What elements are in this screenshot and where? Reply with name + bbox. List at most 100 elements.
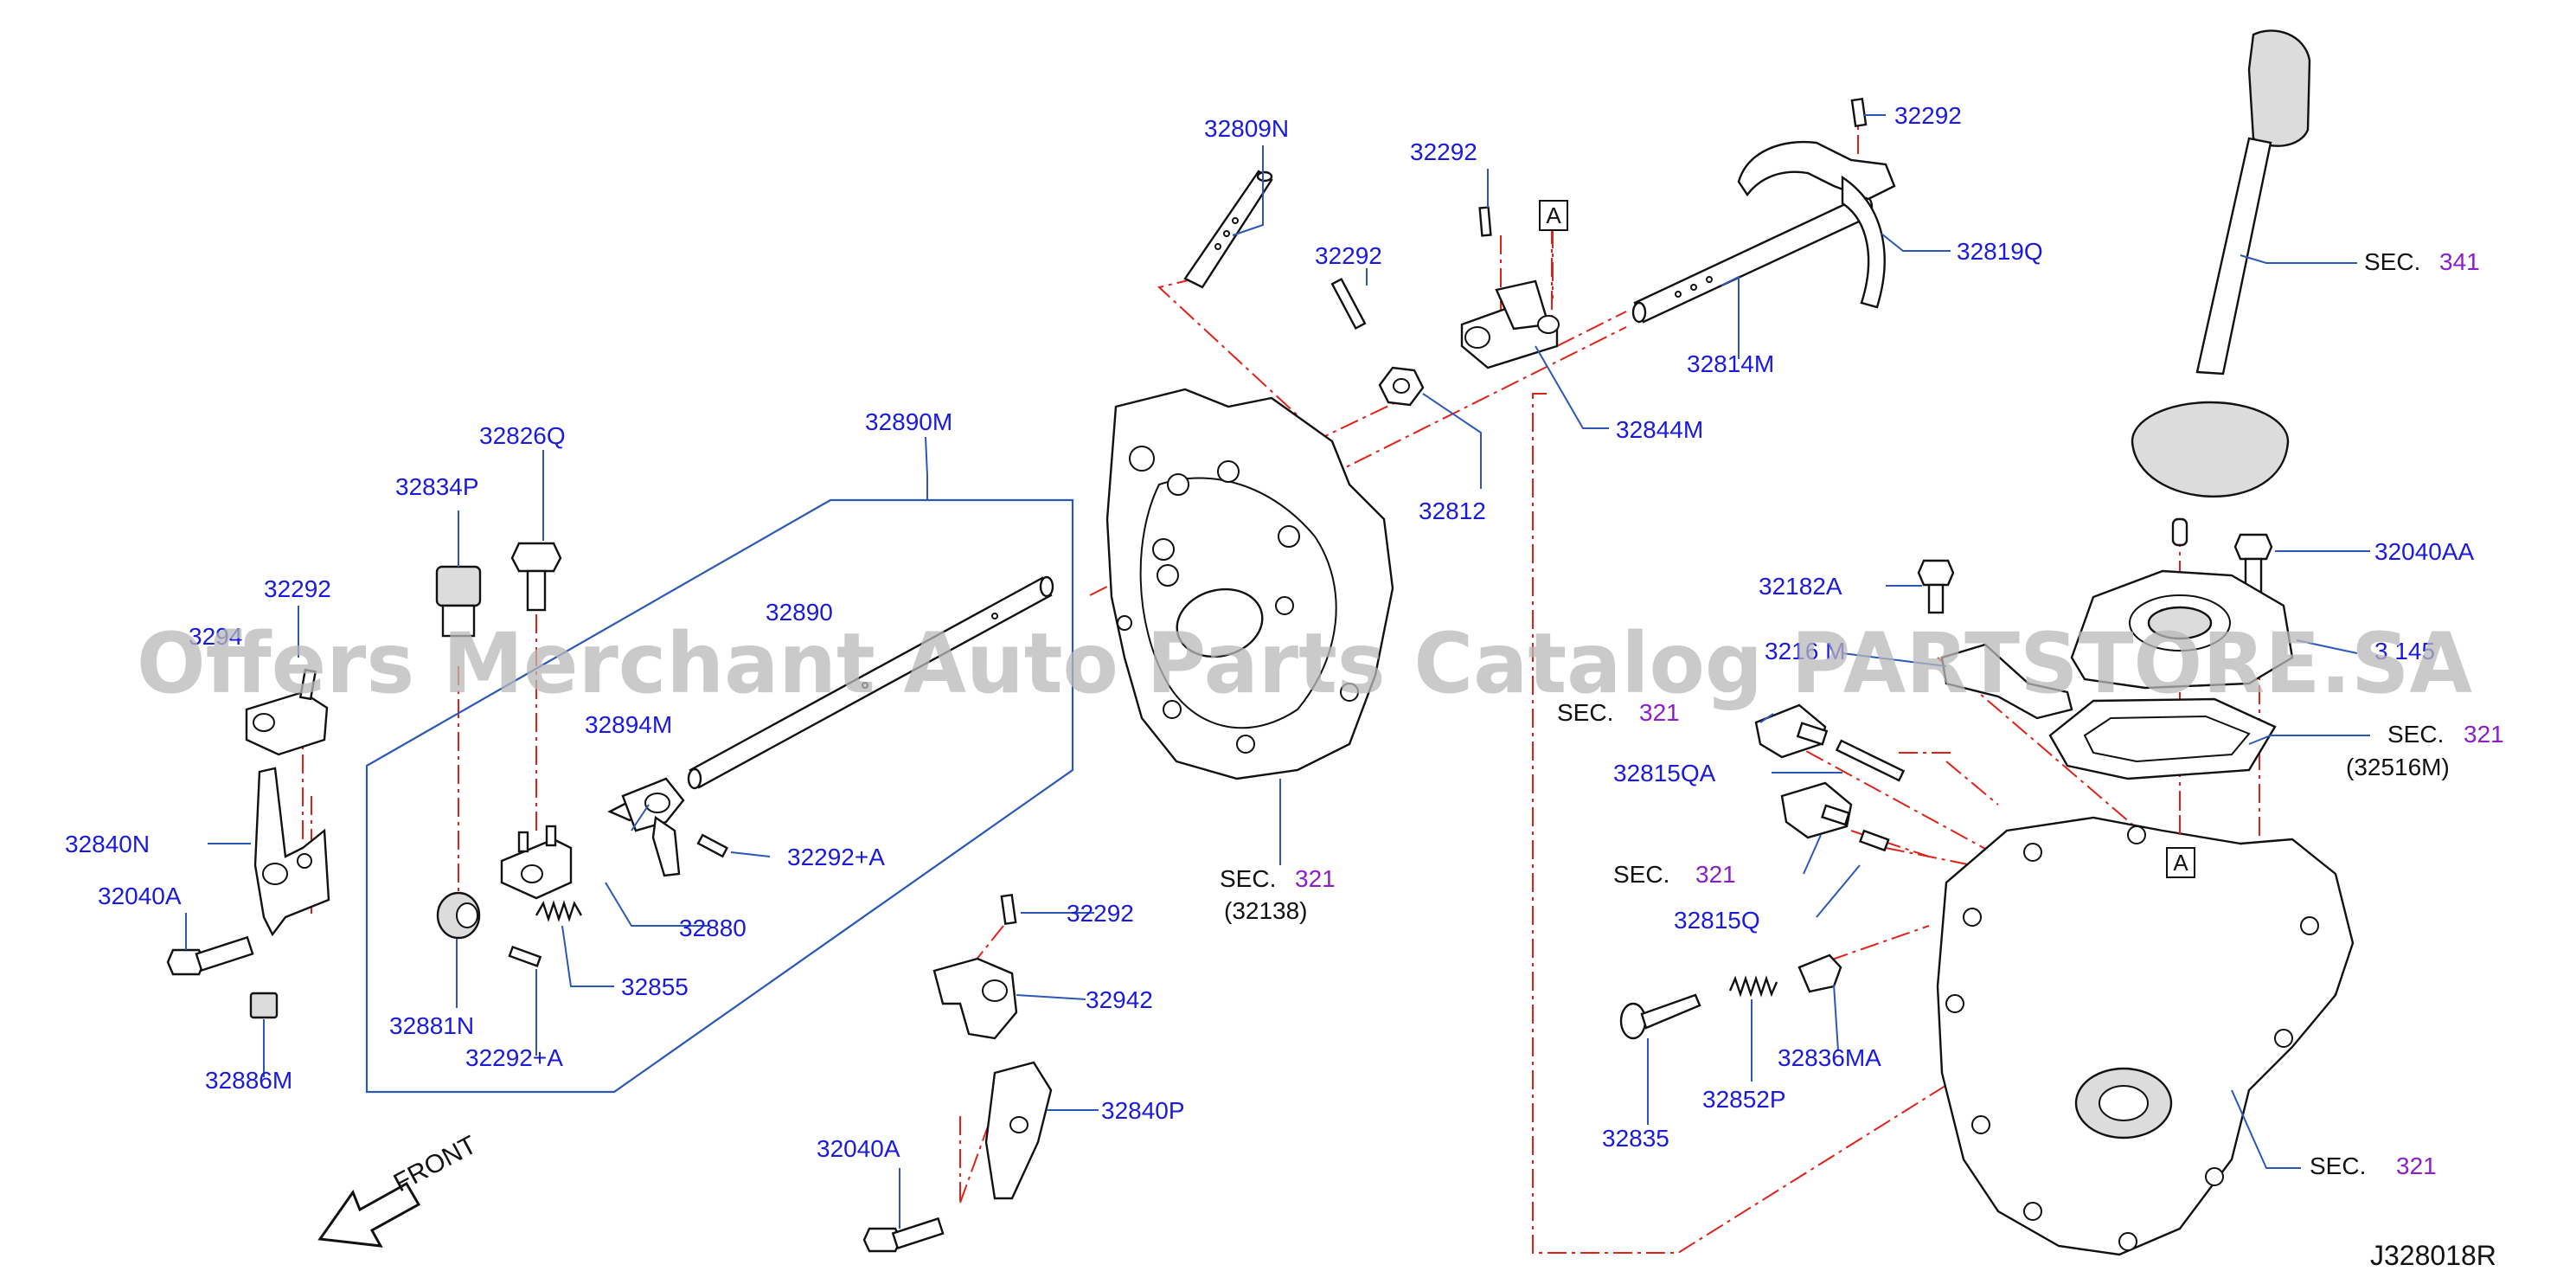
label-3294[interactable]: 3294	[189, 623, 242, 650]
group-outline-32890m	[365, 498, 1074, 1094]
label-32292[interactable]: 32292	[1894, 102, 1962, 129]
label-32040a[interactable]: 32040A	[98, 883, 182, 909]
plunger-32835	[1619, 993, 1701, 1040]
label-32880[interactable]: 32880	[679, 915, 747, 941]
spring-32855	[535, 900, 583, 922]
callout-a-top: A	[1539, 200, 1568, 231]
label-32894m[interactable]: 32894M	[585, 711, 672, 738]
svg-text:(32138): (32138)	[1224, 897, 1308, 924]
roll-pin-32292-mid	[1330, 277, 1367, 331]
svg-text:(32516M): (32516M)	[2346, 754, 2450, 780]
lever-32942	[932, 957, 1018, 1040]
interlock-plate-32880	[500, 825, 573, 900]
front-arrow-icon: FRONT	[317, 1131, 482, 1248]
part-labels: 32809N 32292 32292 32292 32819Q 32814M 3…	[65, 102, 2475, 1162]
svg-text:341: 341	[2439, 248, 2480, 275]
bracket-3216xm	[1940, 643, 2073, 720]
section-references: SEC. 341 SEC. 321 (32138) SEC. 321 SEC. …	[1220, 248, 2504, 1179]
label-32812[interactable]: 32812	[1419, 498, 1486, 524]
svg-text:SEC.: SEC.	[2310, 1152, 2366, 1179]
label-32886m[interactable]: 32886M	[205, 1067, 292, 1094]
label-32835[interactable]: 32835	[1602, 1125, 1669, 1152]
roll-pin-32292-top	[1478, 206, 1492, 237]
label-32040aa[interactable]: 32040AA	[2374, 538, 2475, 565]
svg-text:SEC.: SEC.	[1557, 699, 1613, 726]
bolt-32040a-left	[166, 935, 254, 976]
shift-rod-32809n	[1183, 170, 1273, 289]
bolt-32826q	[510, 542, 562, 612]
label-32809n[interactable]: 32809N	[1204, 115, 1289, 142]
roll-pin-32292a-left	[508, 945, 542, 967]
label-3216m[interactable]: 3216 M	[1765, 638, 1845, 664]
svg-text:A: A	[2173, 850, 2188, 876]
label-32040a[interactable]: 32040A	[817, 1135, 900, 1162]
diagram-reference-code: J328018R	[2370, 1240, 2496, 1271]
bushing-32881n	[436, 891, 481, 940]
roll-pin-32292a-right	[696, 833, 729, 858]
sec-321-case[interactable]: SEC. 321 (32138)	[1220, 865, 1336, 924]
shift-fork-32819q	[1737, 97, 1896, 309]
shift-bracket-32844m	[1460, 279, 1560, 369]
sec-321-switch-upper[interactable]: SEC. 321	[1557, 699, 1680, 726]
label-32836ma[interactable]: 32836MA	[1778, 1044, 1881, 1071]
front-label: FRONT	[389, 1131, 482, 1198]
pin-32815qa	[1835, 739, 1906, 782]
label-32819q[interactable]: 32819Q	[1957, 238, 2043, 265]
watermark-text: Offers Merchant Auto Parts Catalog PARTS…	[137, 615, 2472, 712]
transmission-case-321	[1936, 816, 2355, 1256]
label-32826q[interactable]: 32826Q	[479, 422, 566, 449]
label-32942[interactable]: 32942	[1086, 986, 1153, 1013]
sec-321-switch-lower[interactable]: SEC. 321	[1613, 861, 1736, 888]
label-32844m[interactable]: 32844M	[1616, 416, 1703, 443]
collar-32812	[1378, 366, 1425, 407]
label-32292[interactable]: 32292	[264, 575, 331, 602]
label-32815qa[interactable]: 32815QA	[1613, 760, 1716, 786]
switch-321-lower	[1780, 781, 1853, 839]
label-32840p[interactable]: 32840P	[1101, 1097, 1185, 1124]
svg-text:SEC.: SEC.	[2364, 248, 2420, 275]
svg-text:321: 321	[2396, 1152, 2437, 1179]
label-32292[interactable]: 32292	[1067, 900, 1134, 927]
svg-text:321: 321	[2464, 721, 2504, 748]
spring-32852p	[1728, 975, 1778, 998]
svg-text:SEC.: SEC.	[1220, 865, 1276, 892]
shift-knob-341	[2131, 29, 2311, 547]
svg-text:SEC.: SEC.	[2387, 721, 2444, 748]
block-32886m	[249, 992, 279, 1019]
shift-block-3294x	[245, 668, 329, 756]
label-32852p[interactable]: 32852P	[1702, 1086, 1786, 1113]
label-32840n[interactable]: 32840N	[65, 831, 150, 857]
shift-lever-32894m	[607, 777, 685, 877]
label-32815q[interactable]: 32815Q	[1674, 907, 1760, 934]
label-32292a[interactable]: 32292+A	[465, 1044, 563, 1071]
svg-text:321: 321	[1639, 699, 1680, 726]
lever-32840p	[984, 1061, 1053, 1200]
label-32292a[interactable]: 32292+A	[787, 844, 885, 870]
plug-32836ma	[1797, 953, 1842, 993]
sec-321-gasket[interactable]: SEC. 321 (32516M)	[2346, 721, 2504, 780]
label-32814m[interactable]: 32814M	[1687, 350, 1774, 377]
label-32855[interactable]: 32855	[621, 973, 689, 1000]
label-3145[interactable]: 3 145	[2374, 638, 2435, 664]
adapter-plate-case	[1105, 388, 1394, 780]
label-32890[interactable]: 32890	[766, 599, 833, 626]
sec-321-transmission[interactable]: SEC. 321	[2310, 1152, 2437, 1179]
sec-341[interactable]: SEC. 341	[2364, 248, 2480, 275]
shift-lever-32840n	[253, 767, 330, 937]
svg-text:A: A	[1546, 202, 1561, 228]
gasket-32516m	[2048, 697, 2277, 780]
bolt-32182a	[1917, 559, 1955, 614]
leader-lines	[185, 114, 2370, 1229]
label-32292[interactable]: 32292	[1315, 242, 1382, 269]
bolt-32040a-bottom	[862, 1217, 945, 1253]
callout-a-bottom: A	[2166, 847, 2195, 878]
label-32292[interactable]: 32292	[1410, 138, 1477, 165]
shift-rod-32814m	[1631, 195, 1874, 324]
label-32890m[interactable]: 32890M	[865, 408, 952, 435]
label-32881n[interactable]: 32881N	[389, 1012, 474, 1039]
pin-32815q	[1858, 829, 1890, 852]
label-32834p[interactable]: 32834P	[395, 473, 479, 500]
label-32182a[interactable]: 32182A	[1759, 573, 1842, 600]
roll-pin-32292-low	[1000, 893, 1017, 926]
